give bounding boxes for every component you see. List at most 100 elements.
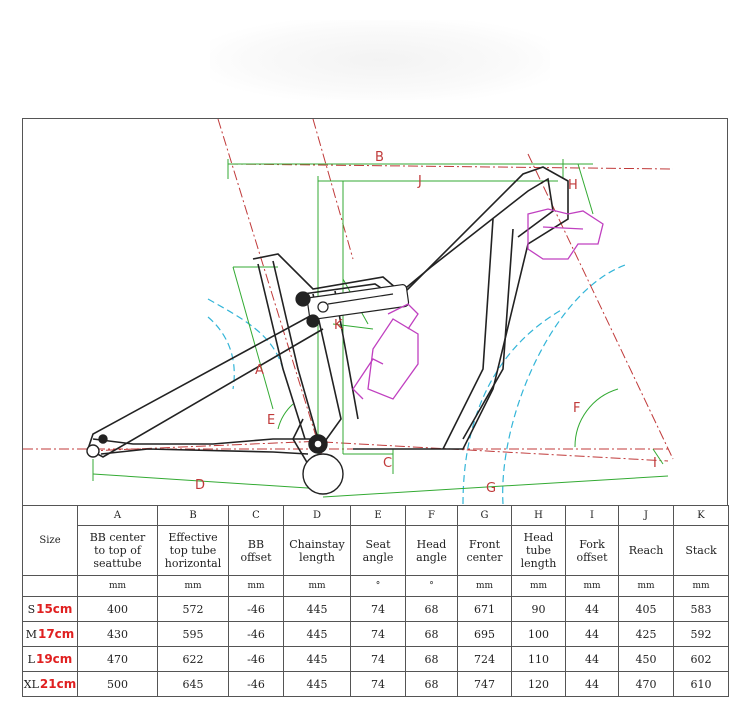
dimension-lines <box>92 159 669 498</box>
value-cell: 445 <box>283 596 351 622</box>
value-cell: 595 <box>157 621 229 647</box>
dimension-label-a: A <box>255 363 264 378</box>
unit-cell: mm <box>228 575 284 597</box>
col-letter: K <box>673 505 729 526</box>
value-cell: 68 <box>405 646 458 672</box>
dimension-label-i: I <box>653 456 657 471</box>
value-cell: 44 <box>565 646 619 672</box>
size-cell: M17cm <box>22 621 78 647</box>
col-letter: G <box>457 505 512 526</box>
col-name-j: Reach <box>618 525 674 576</box>
value-cell: 68 <box>405 621 458 647</box>
rear-shock <box>295 284 410 328</box>
value-cell: 430 <box>77 621 158 647</box>
col-letter: I <box>565 505 619 526</box>
col-letter: H <box>511 505 566 526</box>
size-letter: L <box>27 653 35 666</box>
col-letter: A <box>77 505 158 526</box>
value-cell: 450 <box>618 646 674 672</box>
size-letter: S <box>27 603 36 616</box>
value-cell: 110 <box>511 646 566 672</box>
unit-cell: mm <box>77 575 158 597</box>
value-cell: 610 <box>673 671 729 697</box>
col-letter: J <box>618 505 674 526</box>
value-cell: 68 <box>405 671 458 697</box>
dimension-label-c: C <box>383 456 392 471</box>
unit-cell: mm <box>283 575 351 597</box>
bottom-bracket <box>86 434 344 495</box>
value-cell: 445 <box>283 671 351 697</box>
bike-frame <box>87 166 569 485</box>
center-lines <box>23 119 674 462</box>
size-cell: L19cm <box>22 646 78 672</box>
value-cell: 425 <box>618 621 674 647</box>
wheel-arc-lines <box>207 263 629 505</box>
dimension-letters: B J H A K E F C D G I <box>195 150 657 496</box>
value-cell: 405 <box>618 596 674 622</box>
unit-cell: mm <box>157 575 229 597</box>
value-cell: 470 <box>77 646 158 672</box>
unit-cell: mm <box>565 575 619 597</box>
dimension-label-e: E <box>267 413 275 428</box>
dimension-label-k: K <box>334 318 343 333</box>
value-cell: 74 <box>350 671 406 697</box>
size-cm-label: 15cm <box>36 602 73 616</box>
value-cell: 68 <box>405 596 458 622</box>
value-cell: 500 <box>77 671 158 697</box>
unit-cell: ° <box>350 575 406 597</box>
value-cell: 583 <box>673 596 729 622</box>
value-cell: 602 <box>673 646 729 672</box>
size-cm-label: 19cm <box>35 652 73 666</box>
value-cell: 592 <box>673 621 729 647</box>
dimension-label-g: G <box>486 481 496 496</box>
col-letter: D <box>283 505 351 526</box>
dimension-label-d: D <box>195 478 205 493</box>
unit-cell: ° <box>405 575 458 597</box>
column-letter-row: Size A B C D E F G H I J K <box>22 505 729 576</box>
value-cell: 74 <box>350 621 406 647</box>
col-letter: C <box>228 505 284 526</box>
value-cell: 445 <box>283 621 351 647</box>
value-cell: 74 <box>350 596 406 622</box>
col-letter: E <box>350 505 406 526</box>
value-cell: -46 <box>228 596 284 622</box>
value-cell: 445 <box>283 646 351 672</box>
value-cell: 695 <box>457 621 512 647</box>
value-cell: 470 <box>618 671 674 697</box>
value-cell: 645 <box>157 671 229 697</box>
value-cell: -46 <box>228 646 284 672</box>
value-cell: 400 <box>77 596 158 622</box>
value-cell: 44 <box>565 621 619 647</box>
value-cell: 44 <box>565 596 619 622</box>
value-cell: 671 <box>457 596 512 622</box>
value-cell: 572 <box>157 596 229 622</box>
value-cell: 724 <box>457 646 512 672</box>
unit-cell: mm <box>673 575 729 597</box>
value-cell: 90 <box>511 596 566 622</box>
blurred-header-area <box>210 20 550 100</box>
value-cell: 74 <box>350 646 406 672</box>
value-cell: 622 <box>157 646 229 672</box>
unit-cell: mm <box>618 575 674 597</box>
unit-cell: mm <box>457 575 512 597</box>
unit-blank <box>22 575 78 597</box>
size-letter: XL <box>23 678 39 691</box>
value-cell: 100 <box>511 621 566 647</box>
dimension-label-h: H <box>568 178 578 193</box>
size-cell: XL21cm <box>22 671 78 697</box>
unit-row: mm mm mm mm ° ° mm mm mm mm mm <box>22 575 729 597</box>
